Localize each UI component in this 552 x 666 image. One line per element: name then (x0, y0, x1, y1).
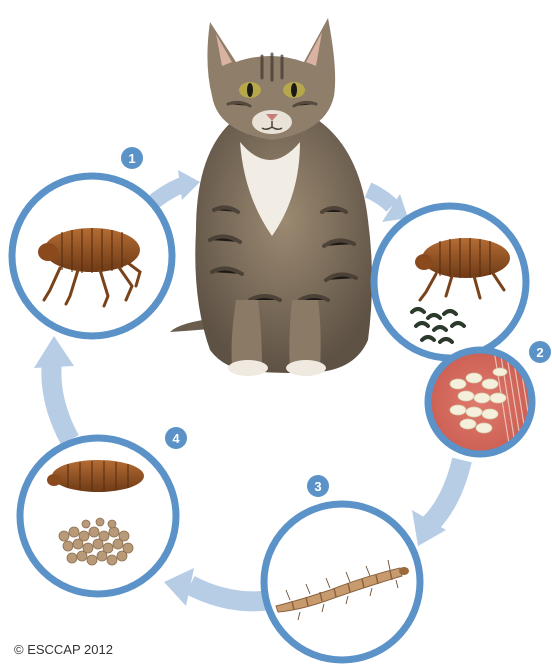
step-badge-1: 1 (121, 147, 143, 169)
arrow-step2-to-step3 (430, 460, 462, 524)
arrow-step4-to-step1-head (34, 336, 74, 368)
step-number-1: 1 (128, 151, 135, 166)
arrow-step1-to-host-head (178, 170, 200, 200)
step-number-3: 3 (314, 479, 321, 494)
cat-illustration (170, 18, 372, 376)
copyright-notice: © ESCCAP 2012 (14, 642, 113, 657)
arrow-host-to-step2 (368, 190, 392, 206)
step2-bottom-circle (428, 350, 534, 454)
arrow-step4-to-step1 (51, 360, 70, 440)
arrow-step3-to-step4 (190, 585, 272, 601)
step1-circle (12, 176, 172, 336)
step4-circle (20, 438, 176, 594)
step-badge-4: 4 (165, 427, 187, 449)
step2-top-circle (374, 206, 526, 358)
step-badge-3: 3 (307, 475, 329, 497)
step-number-4: 4 (172, 431, 180, 446)
arrow-step3-to-step4-head (164, 568, 194, 606)
step3-circle (264, 504, 420, 660)
step-number-2: 2 (536, 345, 543, 360)
step-badge-2: 2 (529, 341, 551, 363)
